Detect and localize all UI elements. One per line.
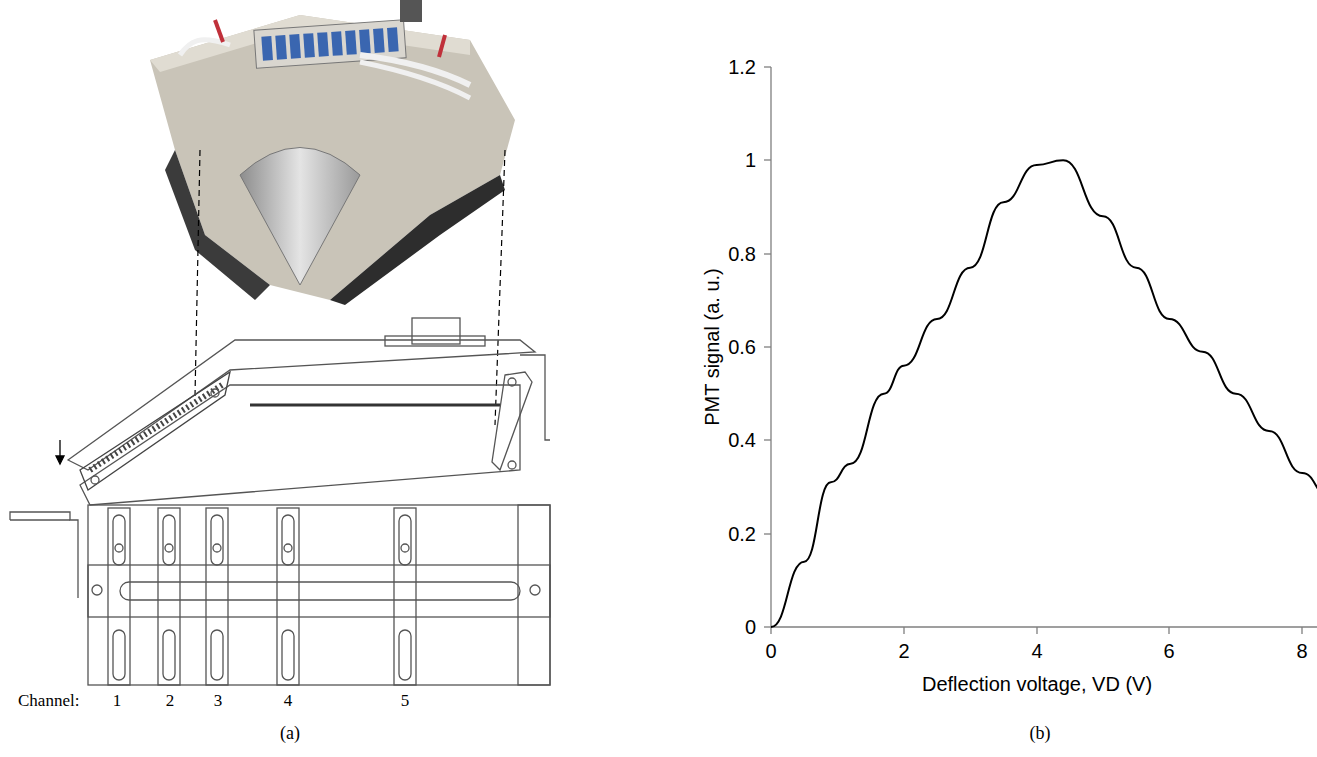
axis-title: PMT signal (a. u.) [702,268,722,425]
tick-label: 1.2 [728,57,756,77]
channel-label: 4 [284,692,293,709]
tick-label: 0 [765,641,776,661]
tick-label: 0.8 [728,244,756,264]
device-photo [150,0,515,305]
signal-curve [771,160,1317,627]
schematic-drawing [10,318,550,685]
tick-label: 1 [745,150,756,170]
channel-label: Channel: [18,692,79,709]
tick-label: 0.6 [728,337,756,357]
axis-title: Deflection voltage, VD (V) [922,674,1152,694]
tick-label: 0.4 [728,430,756,450]
chart-axes [764,67,1317,634]
channel-label: 2 [166,692,175,709]
channel-label: 5 [401,692,410,709]
panel-label: (b) [1030,724,1051,742]
tick-label: 6 [1163,641,1174,661]
tick-label: 8 [1296,641,1307,661]
tick-label: 2 [898,641,909,661]
tick-label: 0 [745,617,756,637]
panel-label: (a) [280,724,300,742]
tick-label: 4 [1031,641,1042,661]
channel-label: 3 [214,692,223,709]
tick-label: 0.2 [728,524,756,544]
channel-label: 1 [113,692,122,709]
